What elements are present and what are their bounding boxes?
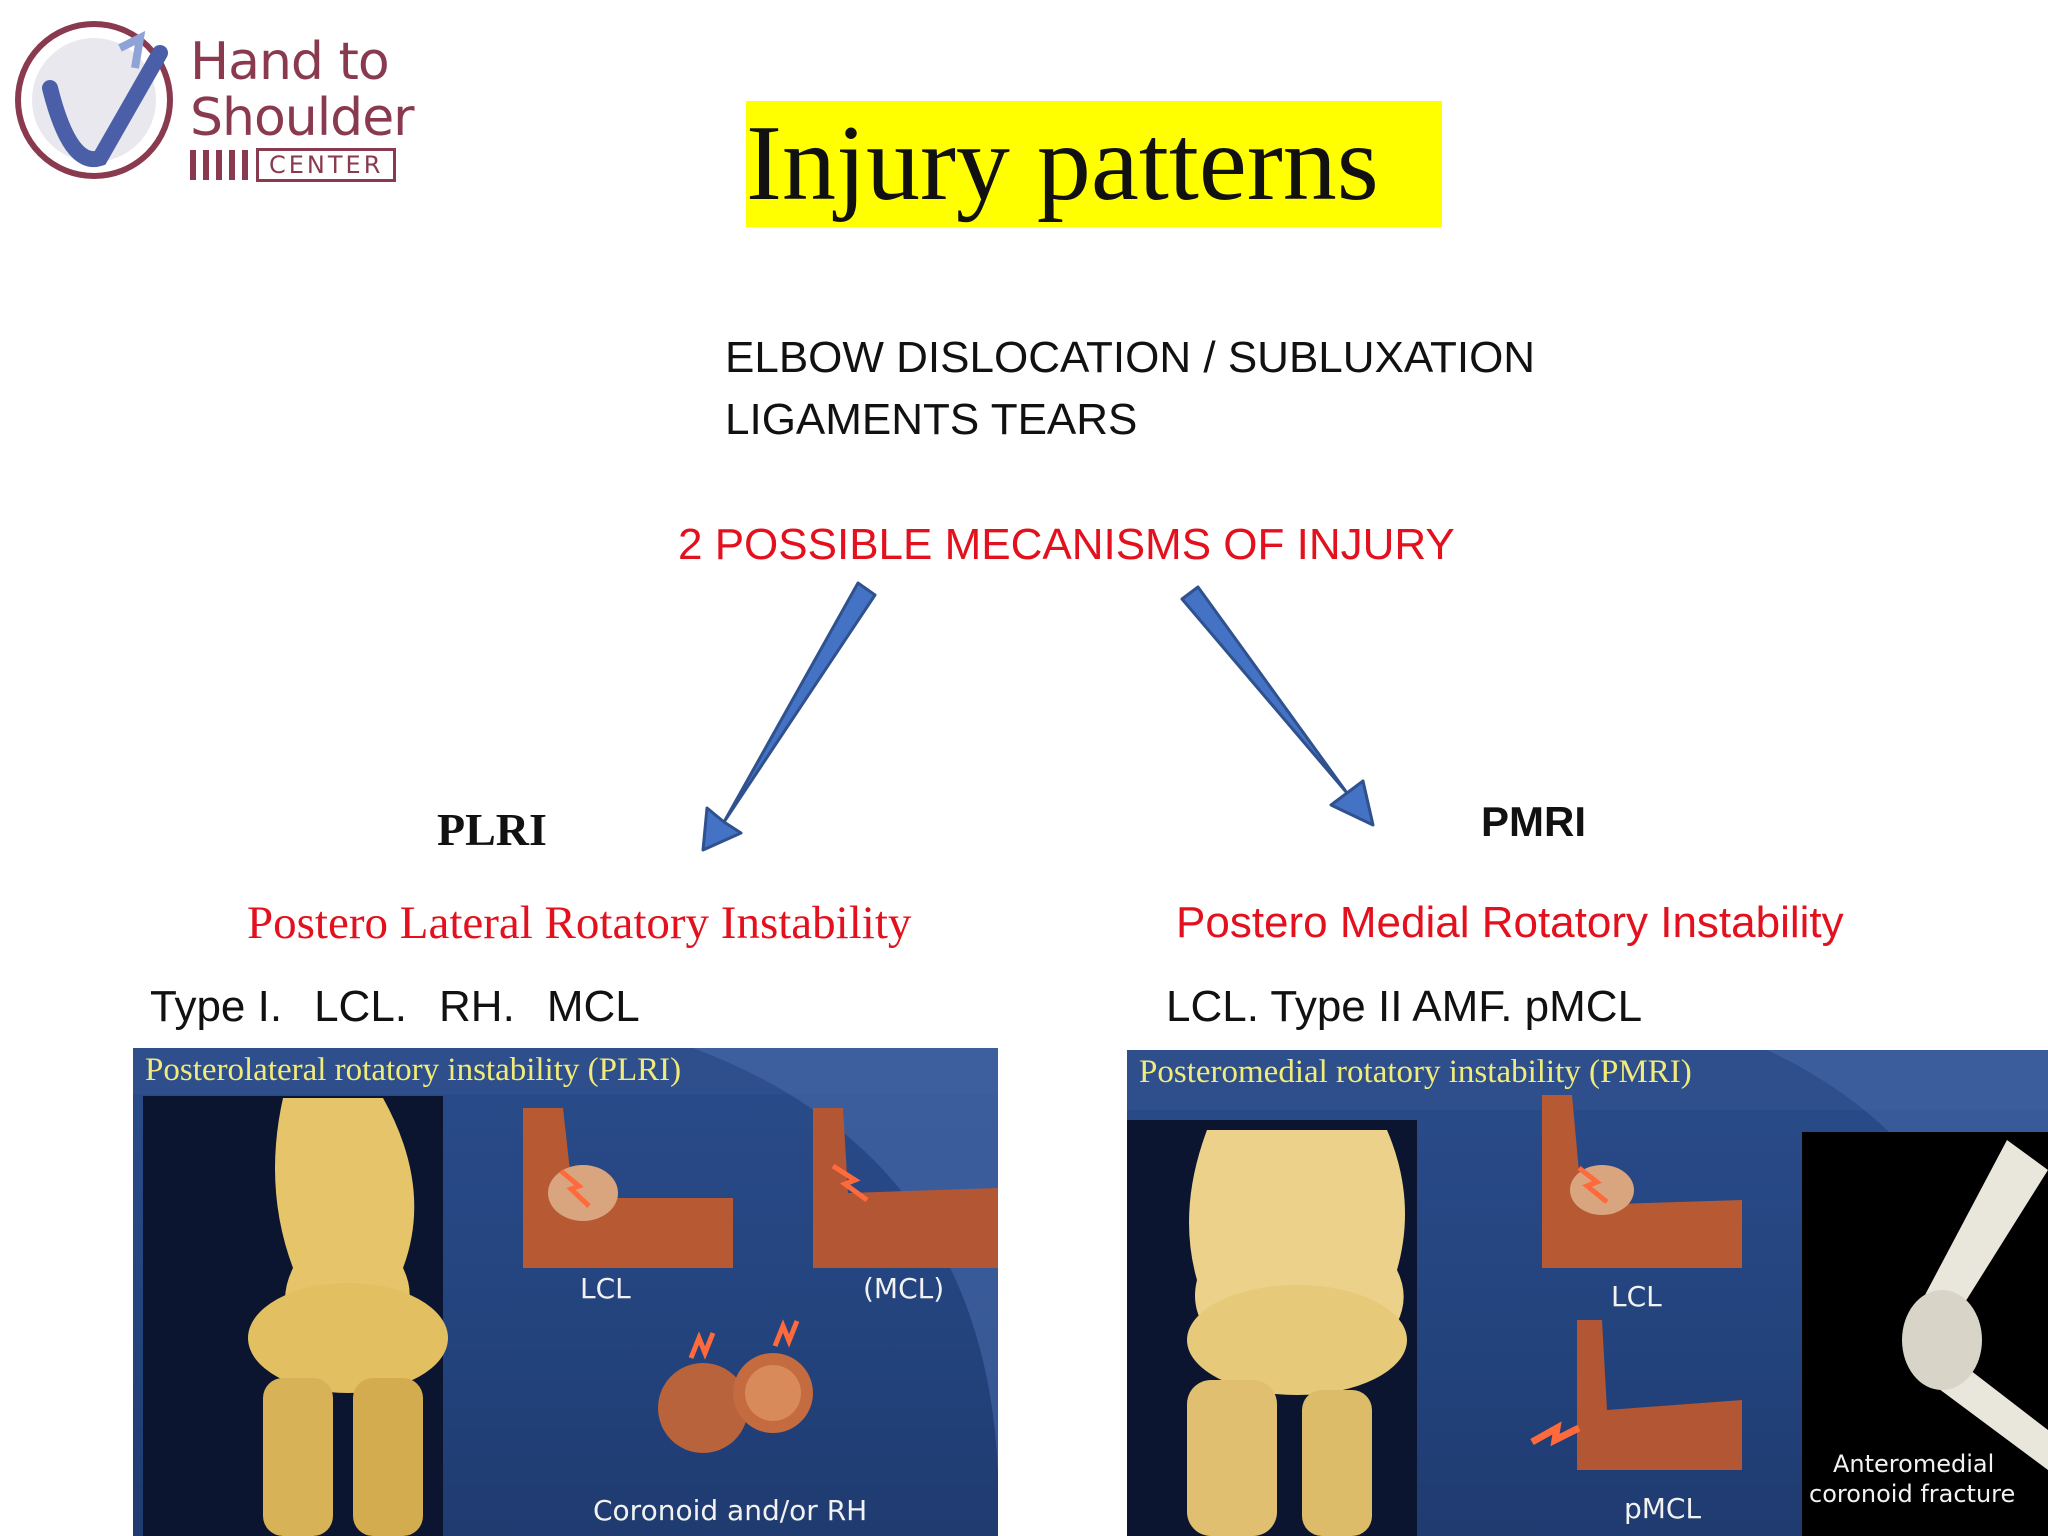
logo-text-line1: Hand to [190,32,390,92]
logo-center-badge: CENTER [190,148,397,182]
plri-type-4: MCL [546,982,640,1031]
pmri-label-pmcl: pMCL [1624,1492,1702,1525]
arrow-left-icon [701,581,877,852]
arrow-right-icon [1180,585,1375,827]
plri-illustration: Posterolateral rotatory instability (PLR… [133,1048,998,1536]
pmri-label-lcl: LCL [1611,1280,1662,1313]
logo-emblem-icon [15,21,173,179]
logo-text-line3: CENTER [256,148,397,182]
pmri-label-fracture-1: Anteromedial [1833,1450,1995,1478]
plri-label-mcl: (MCL) [863,1272,945,1305]
logo-text-line2: Shoulder [190,88,415,148]
pmri-full-name: Postero Medial Rotatory Instability [1176,898,1844,947]
subtitle-line-2: LIGAMENTS TEARS [725,395,1138,444]
pmri-illustration: Posteromedial rotatory instability (PMRI… [1127,1050,2048,1536]
pmri-injury-types: LCL. Type II AMF. pMCL [1166,982,1643,1031]
plri-type-2: LCL. [314,982,408,1031]
hand-to-shoulder-logo: Hand to Shoulder CENTER [10,18,420,188]
plri-abbreviation: PLRI [437,804,547,855]
plri-type-3: RH. [439,982,515,1031]
plri-anatomy-drawing [133,1048,998,1536]
pmri-abbreviation: PMRI [1481,798,1586,845]
plri-injury-types: Type I. LCL. RH. MCL [150,982,640,1032]
plri-label-lcl: LCL [580,1272,631,1305]
slide-title: Injury patterns [746,101,1442,227]
plri-image-title: Posterolateral rotatory instability (PLR… [145,1052,682,1088]
plri-type-1: Type I. [150,982,283,1031]
subtitle-line-1: ELBOW DISLOCATION / SUBLUXATION [725,333,1536,382]
mechanisms-heading: 2 POSSIBLE MECANISMS OF INJURY [678,520,1455,569]
plri-label-coronoid: Coronoid and/or RH [593,1494,868,1527]
plri-full-name: Postero Lateral Rotatory Instability [247,897,912,949]
pmri-label-fracture-2: coronoid fracture [1809,1480,2016,1508]
pmri-anatomy-drawing [1127,1050,2048,1536]
pmri-image-title: Posteromedial rotatory instability (PMRI… [1139,1054,1692,1090]
